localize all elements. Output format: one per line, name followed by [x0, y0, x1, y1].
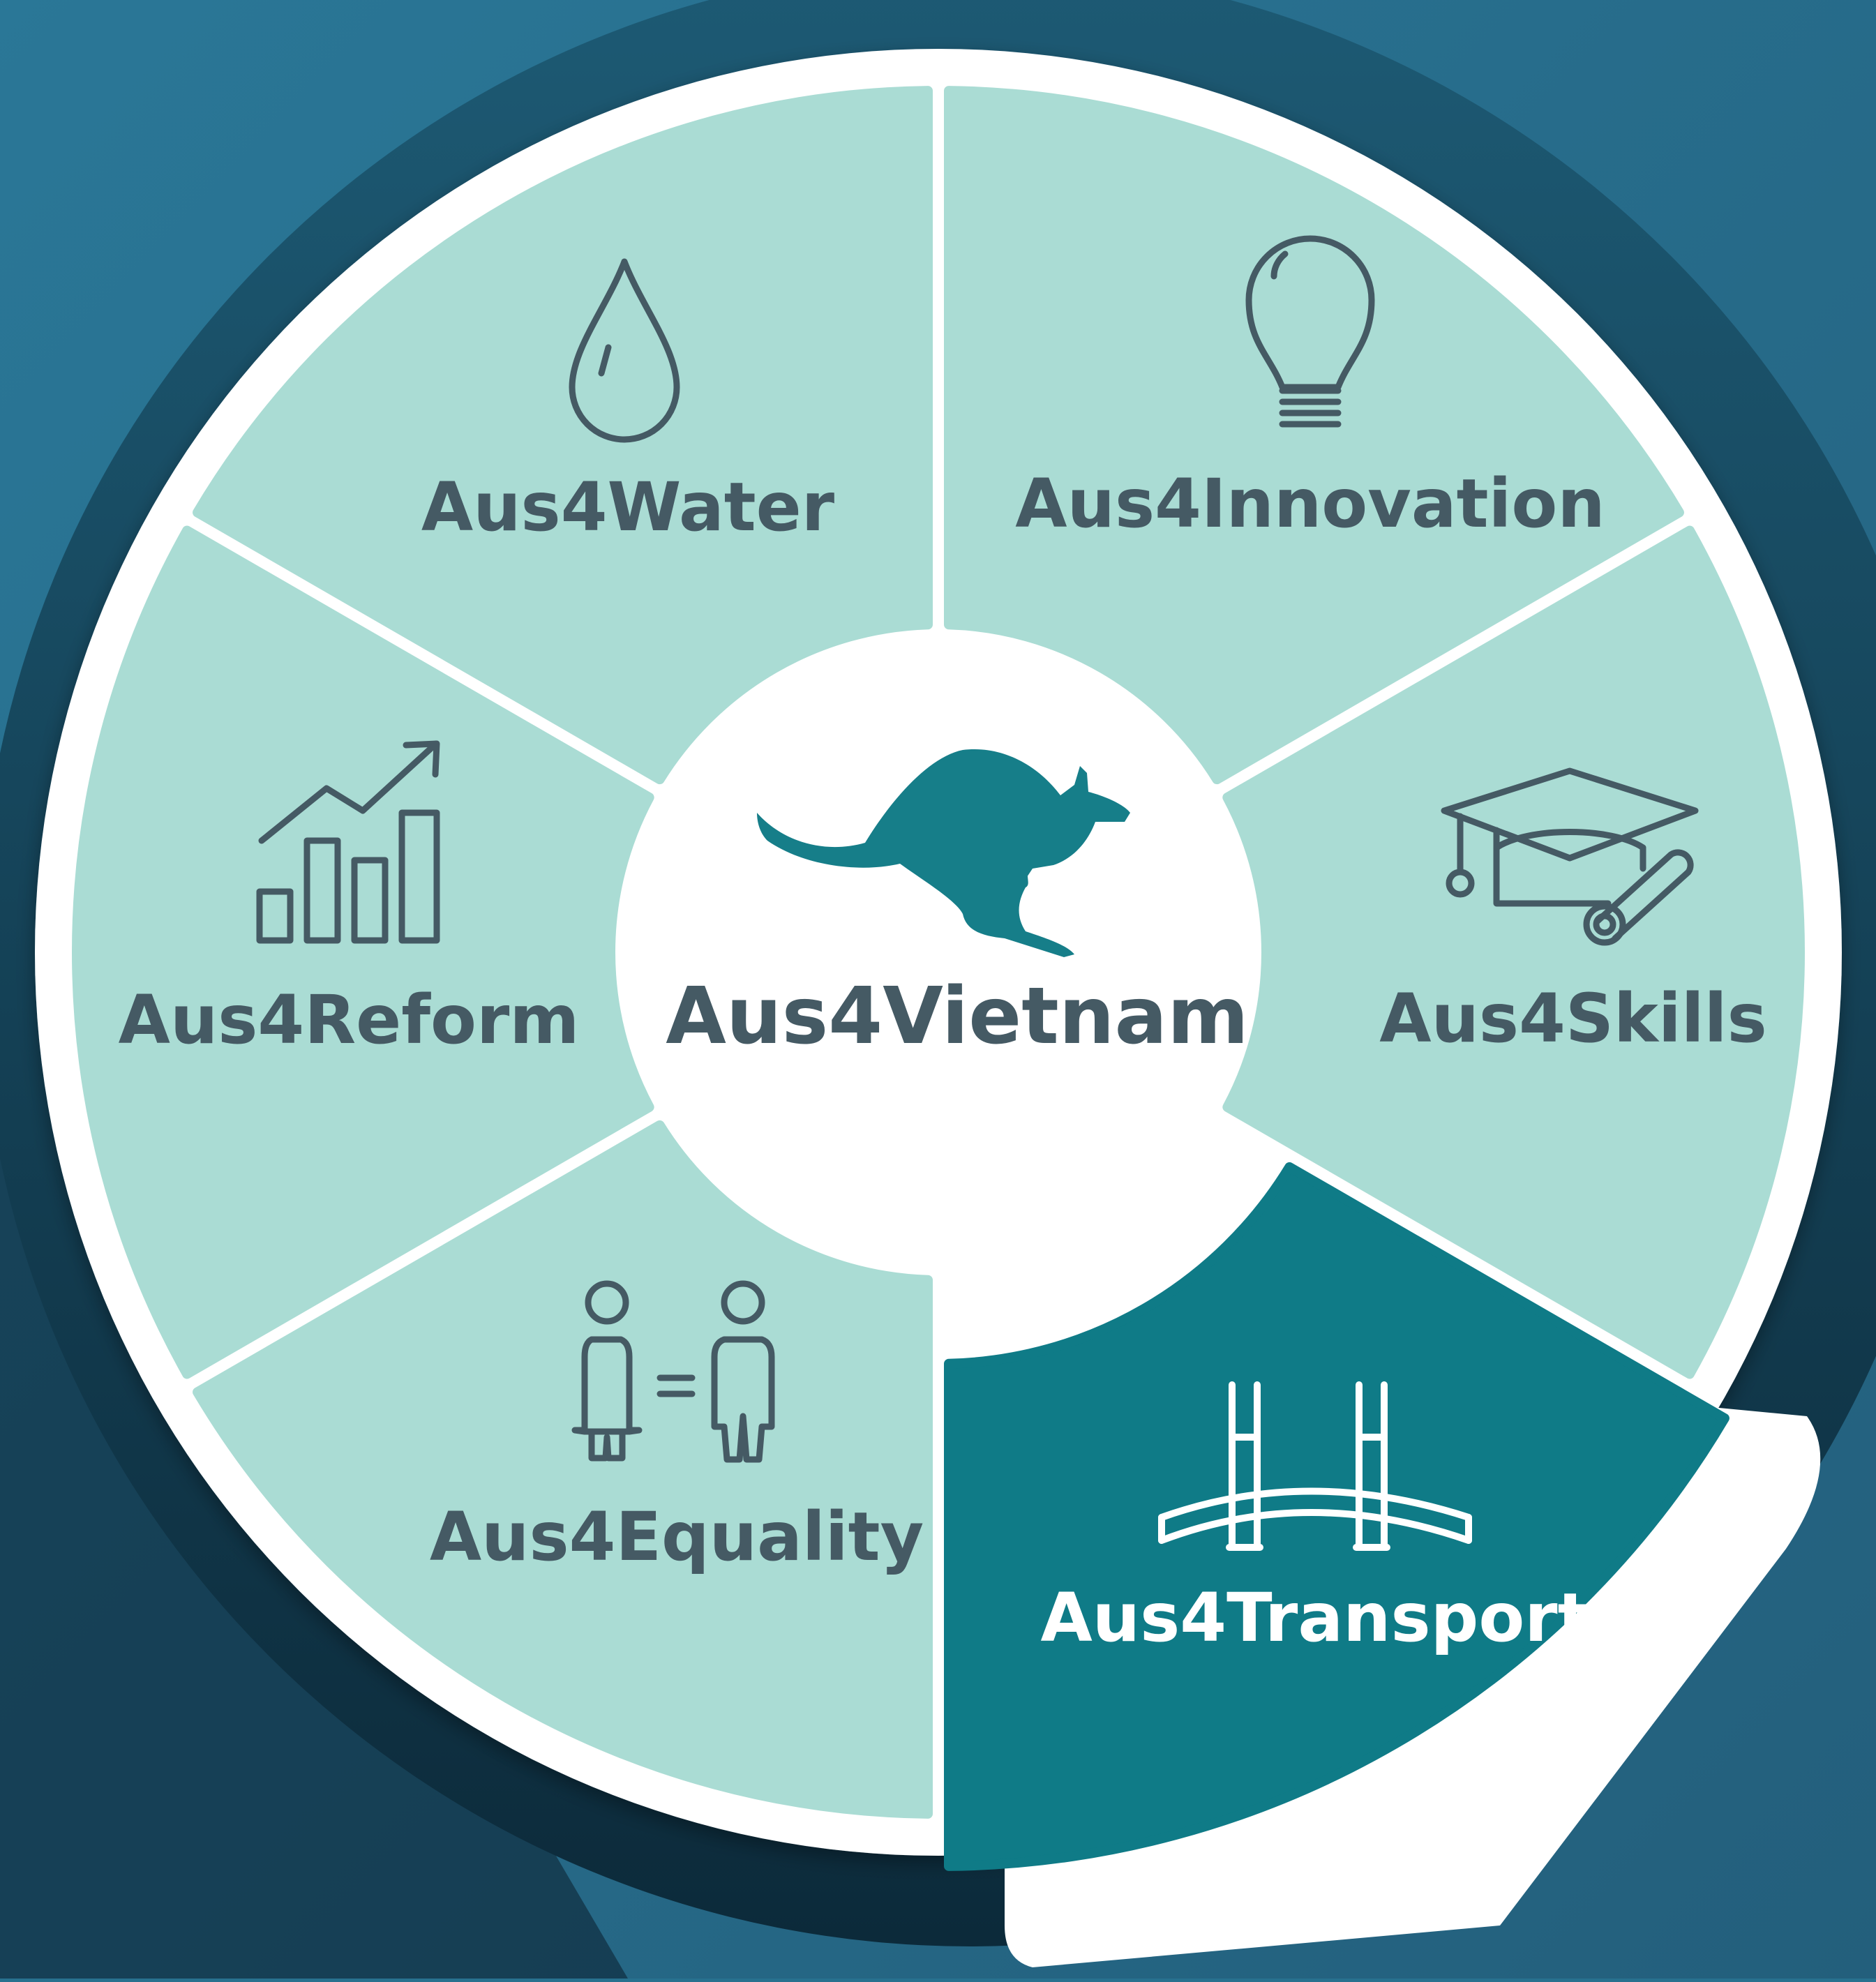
lightbulb-icon: [1245, 235, 1375, 428]
segment-label-innovation: Aus4Innovation: [1015, 465, 1605, 543]
labels-layer: Aus4Water Aus4Innovation Aus4Skills Aus4…: [119, 465, 1767, 1657]
center-hub: [623, 637, 1254, 1268]
segment-label-skills: Aus4Skills: [1379, 979, 1766, 1058]
segment-label-reform: Aus4Reform: [119, 981, 580, 1059]
bridge-icon: [1158, 1381, 1472, 1551]
graduation-cap-icon: [1441, 767, 1699, 946]
icons-layer: [256, 235, 1699, 1551]
segment-reform: [72, 525, 654, 1379]
segment-label-water: Aus4Water: [421, 468, 835, 546]
segment-equality: [193, 1120, 933, 1819]
segment-label-transport: Aus4Transport: [1040, 1579, 1589, 1657]
growth-chart-icon: [256, 740, 440, 944]
segment-skills: [1222, 525, 1805, 1379]
kangaroo-icon: [757, 749, 1130, 957]
segment-innovation: [944, 86, 1684, 785]
segment-water: [193, 86, 933, 785]
water-drop-icon: [569, 258, 680, 443]
gender-equality-icon: [571, 1280, 775, 1463]
segment-label-equality: Aus4Equality: [430, 1498, 924, 1576]
center-label: Aus4Vietnam: [666, 971, 1249, 1062]
